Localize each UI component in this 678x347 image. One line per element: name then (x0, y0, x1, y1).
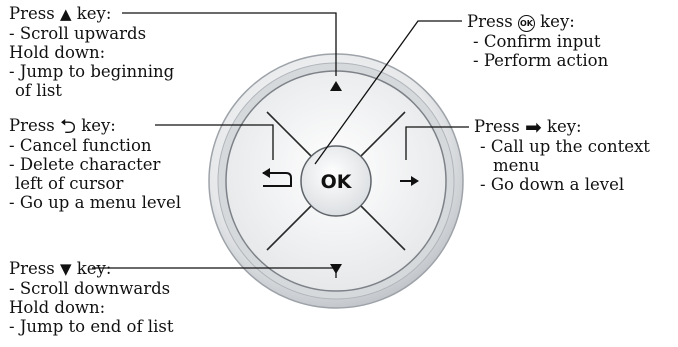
callout-line: - Delete character (9, 155, 161, 174)
ok-key-icon: OK (517, 15, 535, 32)
callout-leaders (92, 12, 469, 278)
right-arrow-icon (400, 176, 419, 186)
return-arrow-icon (262, 168, 292, 187)
return-arrow-icon: ⮌ (59, 114, 76, 138)
ok-key[interactable] (300, 145, 372, 217)
down-key-callout: Press ▼ key: - Scroll downwards Hold dow… (9, 259, 173, 336)
callout-line: - Call up the context (480, 137, 650, 156)
callout-heading: Press ▲ key: (9, 4, 112, 23)
callout-heading: Press ⮌ key: (9, 114, 116, 138)
back-key-callout: Press ⮌ key: - Cancel function - Delete … (9, 116, 181, 212)
callout-line: - Scroll downwards (9, 279, 171, 298)
callout-heading: Press ➡ key: (474, 115, 582, 139)
ok-key-label: OK (321, 171, 353, 193)
triangle-down-icon: ▼ (59, 260, 72, 278)
triangle-up-icon: ▲ (59, 5, 72, 23)
callout-line: - Go down a level (480, 175, 625, 194)
callout-line: menu (493, 156, 540, 175)
callout-line: left of cursor (15, 174, 124, 193)
callout-heading: Press OK key: (467, 12, 575, 32)
callout-line: - Jump to beginning (9, 62, 175, 81)
callout-heading: Press ▼ key: (9, 259, 112, 278)
callout-line: of list (15, 81, 62, 100)
callout-line: - Confirm input (473, 32, 601, 51)
ok-key-callout: Press OK key: - Confirm input - Perform … (467, 12, 608, 70)
callout-line: - Jump to end of list (9, 317, 174, 336)
callout-line: - Perform action (473, 51, 609, 70)
callout-line: Hold down: (9, 43, 106, 62)
right-key-callout: Press ➡ key: - Call up the context menu … (474, 117, 650, 194)
callout-line: - Go up a menu level (9, 193, 182, 212)
triangle-up-icon (330, 81, 342, 91)
up-key-callout: Press ▲ key: - Scroll upwards Hold down:… (9, 4, 174, 100)
callout-line: - Cancel function (9, 136, 152, 155)
callout-line: Hold down: (9, 298, 106, 317)
pad-dividers (266, 111, 406, 251)
callout-line: - Scroll upwards (9, 24, 147, 43)
right-arrow-icon: ➡ (524, 115, 542, 139)
